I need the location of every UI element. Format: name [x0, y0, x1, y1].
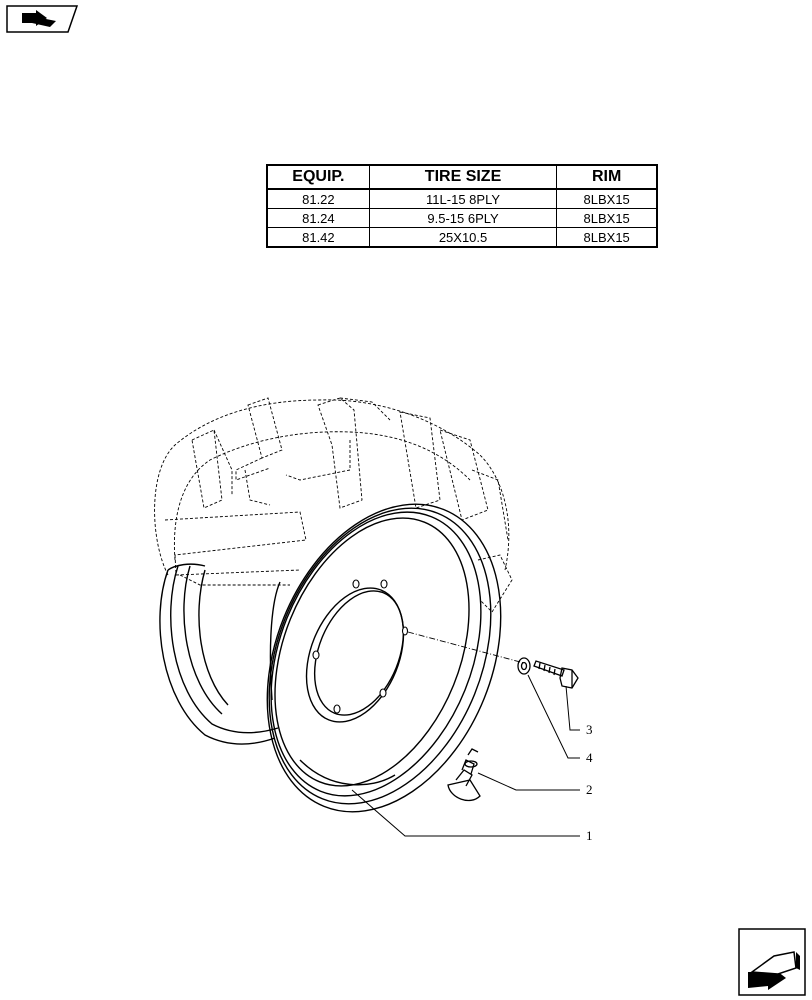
cell-rim: 8LBX15: [556, 208, 658, 228]
callout-2: 2: [586, 782, 593, 797]
table-row: 81.24 9.5-15 6PLY 8LBX15: [266, 208, 658, 228]
cell-tire-size: 9.5-15 6PLY: [368, 208, 558, 228]
cell-tire-size: 25X10.5: [368, 227, 558, 248]
header-rim: RIM: [556, 164, 658, 190]
cell-equip: 81.42: [266, 227, 370, 248]
rim-bolt-holes: [312, 579, 409, 714]
table-row: 81.42 25X10.5 8LBX15: [266, 227, 658, 248]
callout-1: 1: [586, 828, 593, 843]
alignment-line: [407, 631, 525, 664]
next-page-arrow-icon: [738, 928, 806, 996]
tire-outline: [154, 397, 513, 613]
tire-spec-table: EQUIP. TIRE SIZE RIM 81.22 11L-15 8PLY 8…: [266, 164, 658, 248]
rim-back: [159, 563, 279, 745]
back-tab-icon: [6, 5, 78, 33]
valve-stem: [447, 748, 481, 801]
bolt: [533, 660, 579, 689]
callout-4: 4: [586, 750, 593, 765]
callout-3: 3: [586, 722, 593, 737]
washer: [517, 657, 531, 675]
rim-front: [266, 503, 502, 813]
next-page-button[interactable]: [738, 928, 806, 996]
cell-equip: 81.24: [266, 208, 370, 228]
header-tire-size: TIRE SIZE: [368, 164, 558, 190]
header-equip: EQUIP.: [266, 164, 370, 190]
cell-rim: 8LBX15: [556, 227, 658, 248]
back-tab-button[interactable]: [6, 5, 78, 33]
table-header-row: EQUIP. TIRE SIZE RIM: [266, 164, 658, 190]
leader-lines: [351, 674, 580, 837]
